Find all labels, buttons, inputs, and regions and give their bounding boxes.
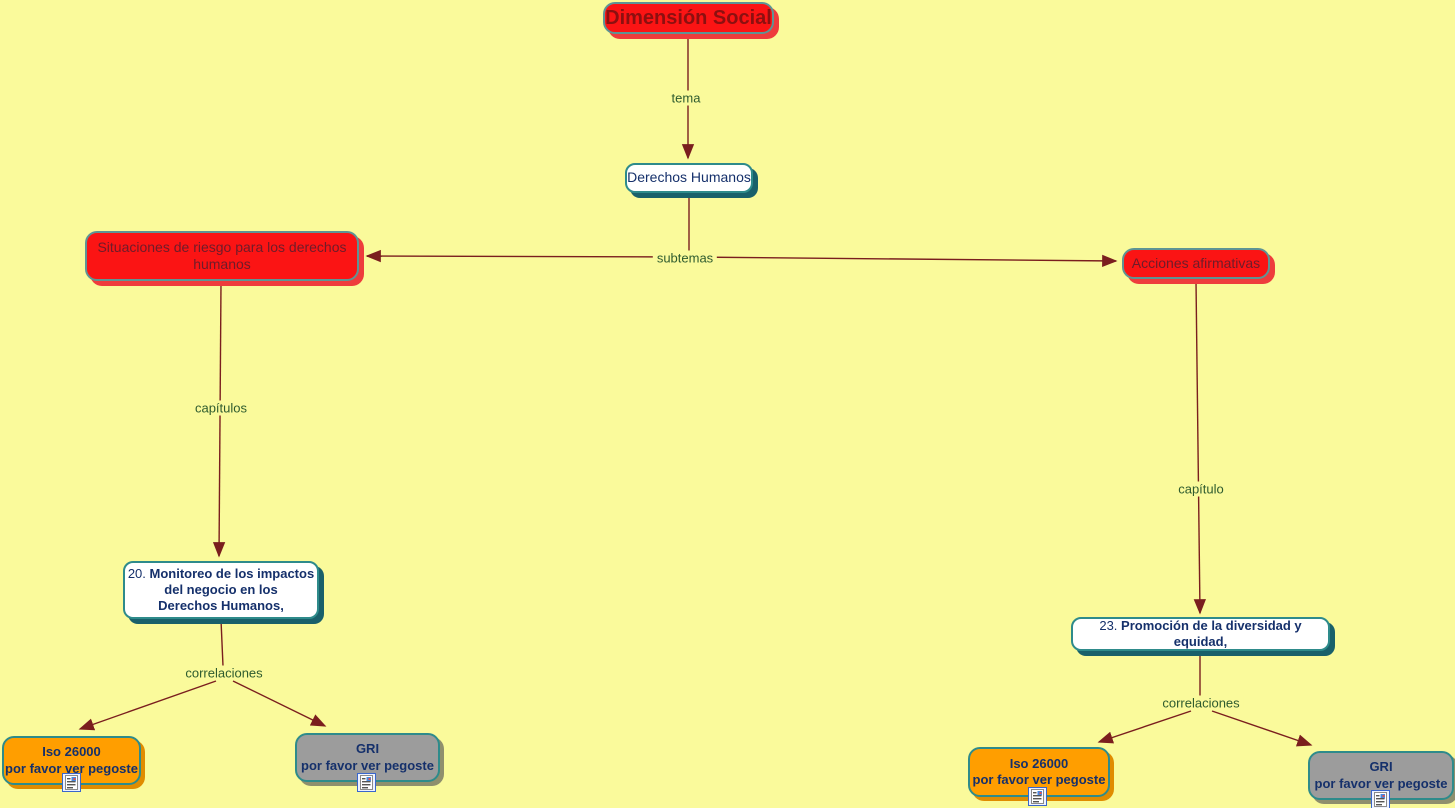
link-label-subtemas[interactable]: subtemas <box>652 250 718 266</box>
node-capitulo-20-monitoreo[interactable]: 20. Monitoreo de los impactos del negoci… <box>123 561 319 619</box>
node-derechos-humanos-label: Derechos Humanos <box>627 169 751 186</box>
node-capitulo-20-label: Monitoreo de los impactos del negocio en… <box>149 565 315 614</box>
node-iso26000-left-label: Iso 26000 por favor ver pegoste <box>5 744 138 776</box>
node-capitulo-20-text: 20. Monitoreo de los impactos del negoci… <box>128 566 314 615</box>
node-capitulo-23-promocion[interactable]: 23. Promoción de la diversidad y equidad… <box>1071 617 1330 651</box>
node-derechos-humanos[interactable]: Derechos Humanos <box>625 163 753 193</box>
link-label-capitulo[interactable]: capítulo <box>1174 481 1228 497</box>
node-dimension-social-label: Dimensión Social <box>605 6 772 29</box>
node-iso26000-right-label: Iso 26000 por favor ver pegoste <box>972 755 1106 787</box>
node-capitulo-23-label: Promoción de la diversidad y equidad, <box>1121 617 1302 649</box>
link-label-correlaciones-right[interactable]: correlaciones <box>1158 695 1244 711</box>
resource-icon[interactable] <box>1371 790 1390 808</box>
resource-icon[interactable] <box>62 773 81 792</box>
node-gri-left-label: GRI por favor ver pegoste <box>301 741 434 773</box>
node-capitulo-23-text: 23. Promoción de la diversidad y equidad… <box>1073 618 1328 651</box>
node-capitulo-20-number: 20. <box>127 565 150 581</box>
node-capitulo-23-number: 23. <box>1099 617 1122 633</box>
node-situaciones-riesgo[interactable]: Situaciones de riesgo para los derechos … <box>85 231 359 281</box>
node-dimension-social[interactable]: Dimensión Social <box>603 2 774 34</box>
link-label-tema[interactable]: tema <box>667 90 705 106</box>
node-acciones-afirmativas-label: Acciones afirmativas <box>1131 254 1261 271</box>
link-label-correlaciones-left[interactable]: correlaciones <box>181 665 267 681</box>
node-gri-right-label: GRI por favor ver pegoste <box>1314 759 1448 791</box>
resource-icon[interactable] <box>357 773 376 792</box>
node-gri-right[interactable]: GRI por favor ver pegoste <box>1308 751 1454 800</box>
node-situaciones-riesgo-label: Situaciones de riesgo para los derechos … <box>97 238 347 273</box>
resource-icon[interactable] <box>1028 787 1047 806</box>
node-acciones-afirmativas[interactable]: Acciones afirmativas <box>1122 248 1270 279</box>
link-label-capitulos[interactable]: capítulos <box>190 400 252 416</box>
